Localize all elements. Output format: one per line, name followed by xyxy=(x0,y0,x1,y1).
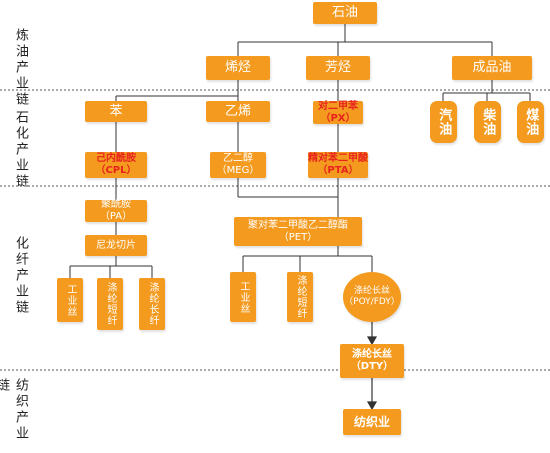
node-kerosene: 煤油 xyxy=(517,101,544,143)
node-px-name: 对二甲苯 xyxy=(318,100,358,112)
node-benzene: 苯 xyxy=(85,101,147,122)
node-nylon-chips: 尼龙切片 xyxy=(85,235,147,256)
node-polyester-staple-b: 涤纶短纤 xyxy=(287,272,313,322)
node-ethylene: 乙烯 xyxy=(206,101,270,122)
node-aromatics: 芳烃 xyxy=(306,56,370,80)
stage-label-petrochem: 石化产业链 xyxy=(13,110,28,190)
node-industrial-yarn-a: 工业丝 xyxy=(57,278,83,322)
node-meg: 乙二醇 （MEG） xyxy=(210,152,266,178)
node-dty-name: 涤纶长丝 xyxy=(352,349,392,360)
node-refined-oil: 成品油 xyxy=(452,56,532,80)
node-pet-code: （PET） xyxy=(278,231,318,243)
node-textile-industry: 纺织业 xyxy=(343,409,401,435)
arrow-head xyxy=(366,336,378,346)
node-poy-name: 涤纶长丝 xyxy=(353,286,390,297)
stage-label-textile: 纺织产业链 xyxy=(0,378,28,442)
node-cpl-code: （CPL） xyxy=(95,165,137,176)
node-px: 对二甲苯 （PX） xyxy=(313,101,363,124)
node-pta-name: 精对苯二甲酸 xyxy=(308,153,368,164)
node-meg-name: 乙二醇 xyxy=(223,153,253,164)
node-olefins: 烯烃 xyxy=(206,56,270,80)
node-polyester-staple-a: 涤纶短纤 xyxy=(97,278,123,330)
node-polyester-filament-a: 涤纶长纤 xyxy=(139,278,165,330)
node-crude-oil: 石油 xyxy=(313,2,377,24)
node-poy-code: （POY/FDY） xyxy=(344,297,400,307)
node-meg-code: （MEG） xyxy=(216,165,260,176)
node-poy-fdy: 涤纶长丝 （POY/FDY） xyxy=(343,272,401,322)
node-pa-code: （PA） xyxy=(99,211,133,222)
stage-label-fiber: 化纤产业链 xyxy=(13,236,28,316)
stage-label-refining: 炼油产业链 xyxy=(13,28,28,108)
node-dty-code: （DTY） xyxy=(350,361,394,372)
node-pet: 聚对苯二甲酸乙二醇酯 （PET） xyxy=(234,217,362,246)
node-cpl-name: 己内酰胺 xyxy=(96,153,136,164)
node-pa-name: 聚酰胺 xyxy=(101,199,131,210)
node-pet-name: 聚对苯二甲酸乙二醇酯 xyxy=(248,219,348,231)
node-px-code: （PX） xyxy=(320,112,356,124)
node-pta-code: （PTA） xyxy=(317,165,359,176)
node-pta: 精对苯二甲酸 （PTA） xyxy=(308,152,368,178)
node-dty: 涤纶长丝 （DTY） xyxy=(340,344,404,378)
node-industrial-yarn-b: 工业丝 xyxy=(230,272,256,322)
node-gasoline: 汽油 xyxy=(430,101,457,143)
node-diesel: 柴油 xyxy=(474,101,501,143)
node-pa: 聚酰胺 （PA） xyxy=(85,199,147,222)
arrow-head xyxy=(366,401,378,411)
node-cpl: 己内酰胺 （CPL） xyxy=(85,152,147,178)
